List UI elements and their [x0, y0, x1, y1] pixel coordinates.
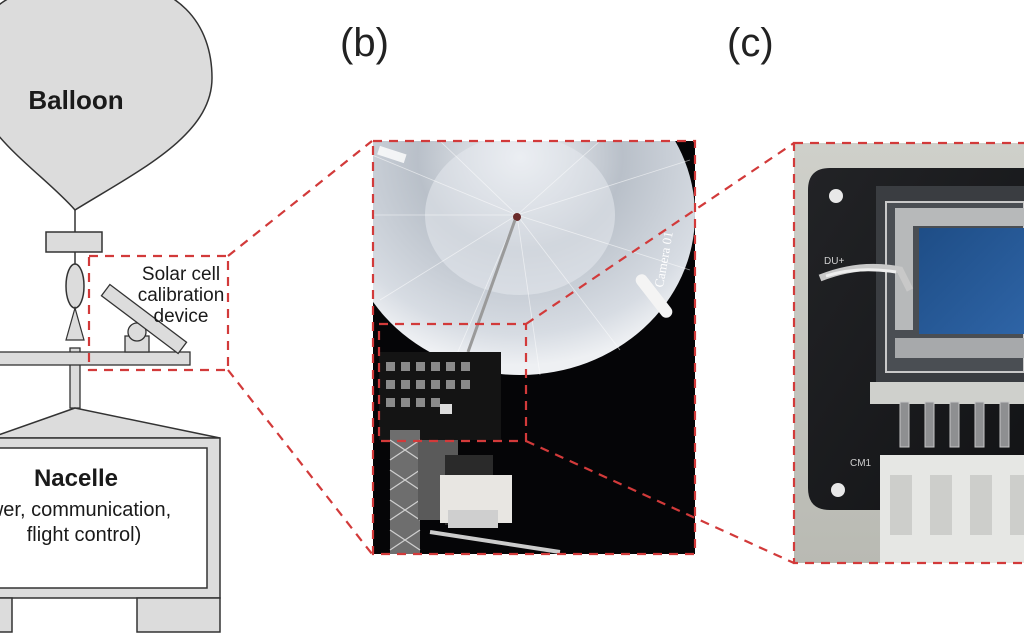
balloon-label: Balloon: [28, 85, 123, 115]
foot-left: [0, 597, 13, 633]
connector-line-top-bc: [525, 142, 795, 325]
balloon-diagram: Balloon Solar cell calibration device Na…: [0, 0, 230, 633]
solar-cell: [919, 228, 1024, 334]
nacelle-inner-panel: [0, 447, 208, 589]
connector-line-bottom-ab: [227, 369, 373, 555]
solar-device-label-line3: device: [154, 306, 209, 327]
board-label-cm1: CM1: [850, 458, 872, 469]
solar-device-label-line2: calibration: [138, 285, 225, 306]
balloon-shape: [0, 0, 213, 211]
solar-panel-tilted: [100, 283, 188, 355]
solar-device-label-line1: Solar cell: [142, 264, 220, 285]
photo-c-frame: [792, 141, 1024, 565]
connector-line-top-ab: [227, 140, 373, 257]
photo-b-frame: [371, 139, 697, 556]
foot-right: [136, 597, 221, 633]
solar-device-dashed-box: [87, 254, 230, 372]
nacelle-line1: wer, communication,: [0, 499, 171, 521]
panel-label-b: (b): [340, 21, 389, 65]
panel-label-c: (c): [727, 21, 774, 65]
parachute-ellipse: [65, 263, 85, 309]
nacelle-title: Nacelle: [34, 465, 118, 492]
connector-line-bottom-bc: [525, 439, 795, 565]
connector-box: [45, 231, 103, 253]
board-label-du: DU+: [824, 256, 844, 267]
photo-b: Camera 01: [373, 141, 695, 554]
arm: [0, 351, 191, 366]
payload-dashed-box: [377, 322, 528, 443]
photo-c: DU+ CM1: [794, 143, 1024, 563]
nacelle-line2: flight control): [27, 524, 142, 546]
